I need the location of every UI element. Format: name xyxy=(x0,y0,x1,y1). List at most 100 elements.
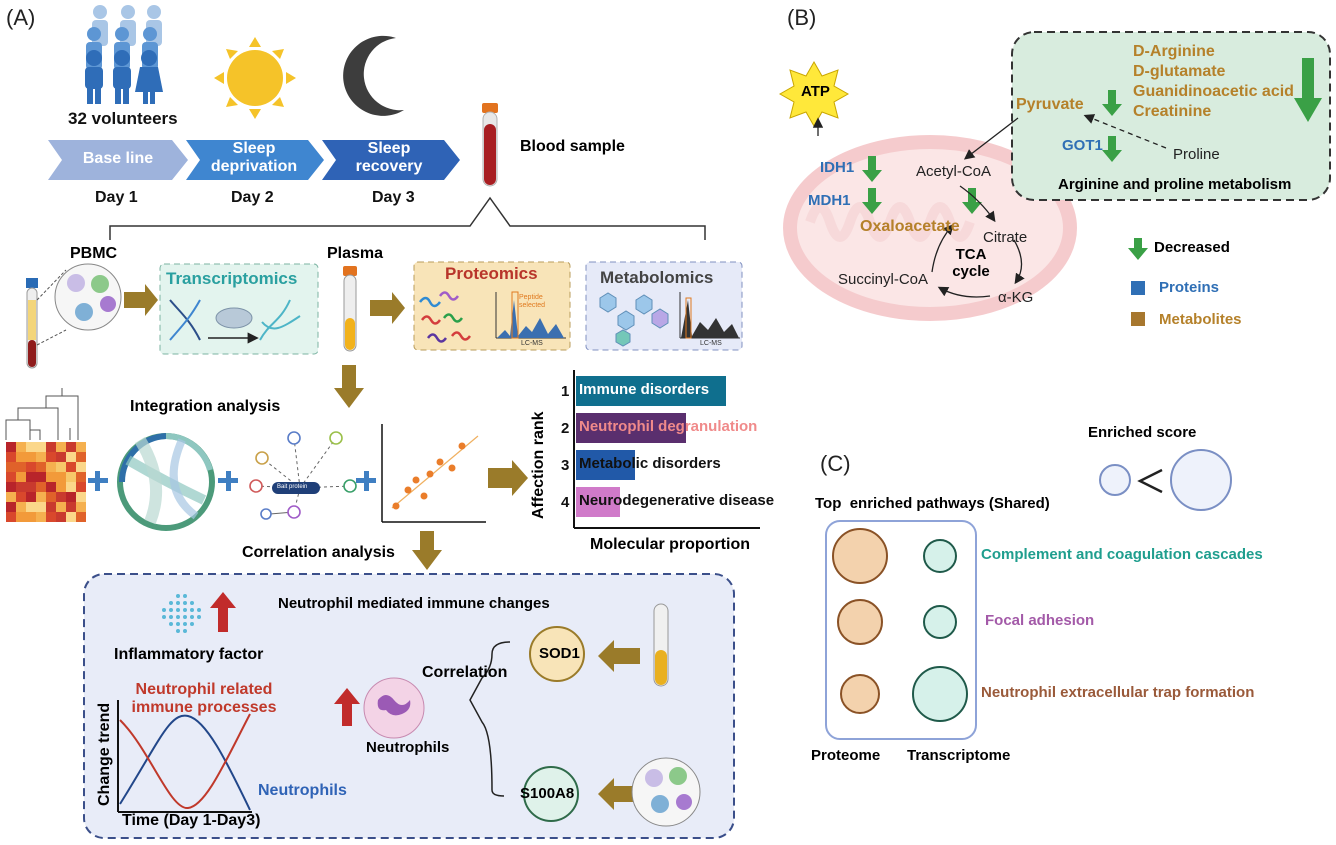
atp-label: ATP xyxy=(801,83,830,100)
arrow-right-3 xyxy=(488,460,528,496)
heatmap-cell xyxy=(26,452,36,462)
arginine-proline-box xyxy=(1011,31,1331,201)
neutrophil-cell-icon xyxy=(363,677,425,739)
pathways-title: Top enriched pathways (Shared) xyxy=(815,495,1050,512)
heatmap-cell xyxy=(46,452,56,462)
heatmap-cell xyxy=(26,472,36,482)
pyruvate-label: Pyruvate xyxy=(1016,96,1084,113)
heatmap-cell xyxy=(76,442,86,452)
rank-number: 3 xyxy=(561,457,570,474)
rank-bar xyxy=(576,376,726,406)
small-cells-icon xyxy=(631,757,701,827)
citrate-label: Citrate xyxy=(983,229,1028,246)
heatmap-cell xyxy=(56,512,66,522)
heatmap-cell xyxy=(26,512,36,522)
acetyl-coa-label: Acetyl-CoA xyxy=(916,163,992,180)
s100a8-label: S100A8 xyxy=(520,785,575,802)
network-diagram xyxy=(249,431,357,520)
heatmap-cell xyxy=(56,492,66,502)
pbmc-cells-icon xyxy=(54,263,122,331)
timeline-label-3: Sleep recovery xyxy=(355,140,423,175)
lc-ms-spectrum-2 xyxy=(679,292,740,339)
transcriptome-bubble xyxy=(923,605,957,639)
day-1-label: Day 1 xyxy=(95,189,138,206)
metabolomics-title: Metabolomics xyxy=(600,268,714,287)
got1-label: GOT1 xyxy=(1062,137,1103,154)
heatmap-cell xyxy=(36,452,46,462)
akg-label: α-KG xyxy=(998,289,1034,306)
chord-diagram xyxy=(117,433,215,531)
volunteers-count: 32 volunteers xyxy=(68,109,178,128)
heatmap-cell xyxy=(66,482,76,492)
heatmap-cell xyxy=(16,462,26,472)
oxaloacetate-label: Oxaloacetate xyxy=(860,218,960,235)
blood-tube-icon xyxy=(482,103,498,187)
score-large-circle xyxy=(1170,449,1232,511)
change-trend-label: Change trend xyxy=(96,702,113,806)
heatmap-cell xyxy=(16,452,26,462)
correlation-label: Correlation xyxy=(422,664,508,681)
heatmap-cell xyxy=(6,492,16,502)
neutrophils-curve-label: Neutrophils xyxy=(258,782,347,799)
legend-metabolites-swatch xyxy=(1131,312,1145,326)
integration-analysis-label: Integration analysis xyxy=(130,398,281,415)
transcriptome-bubble xyxy=(912,666,968,722)
small-tube-icon xyxy=(653,603,669,687)
neutrophil-box-title: Neutrophil mediated immune changes xyxy=(278,595,550,612)
heatmap-cell xyxy=(16,472,26,482)
heatmap-cell xyxy=(76,502,86,512)
correlation-analysis-label: Correlation analysis xyxy=(242,544,395,561)
heatmap-cell xyxy=(76,472,86,482)
heatmap-cell xyxy=(6,512,16,522)
heatmap-cell xyxy=(6,472,16,482)
heatmap-cell xyxy=(66,502,76,512)
heatmap-cell xyxy=(76,512,86,522)
enriched-score-label: Enriched score xyxy=(1088,424,1197,441)
score-small-circle xyxy=(1099,464,1131,496)
pathway-label: Complement and coagulation cascades xyxy=(981,546,1263,563)
pbmc-label: PBMC xyxy=(70,245,118,262)
ribosome-icon xyxy=(215,307,253,329)
heatmap xyxy=(6,442,86,522)
sod1-label: SOD1 xyxy=(539,645,580,662)
timeline-step-1 xyxy=(48,140,188,180)
up-arrow-red-1 xyxy=(210,592,236,632)
timeline-step-3 xyxy=(322,140,460,180)
metabolite-1: D-Arginine xyxy=(1133,43,1215,60)
succinyl-coa-label: Succinyl-CoA xyxy=(838,271,929,288)
heatmap-cell xyxy=(66,452,76,462)
pathway-bubbles xyxy=(832,528,968,722)
idh1-label: IDH1 xyxy=(820,159,855,176)
trend-chart xyxy=(117,700,252,813)
heatmap-cell xyxy=(76,462,86,472)
less-than-sign xyxy=(1137,468,1163,494)
plus-icons xyxy=(88,471,376,491)
rank-number: 1 xyxy=(561,383,570,400)
heatmap-cell xyxy=(46,482,56,492)
timeline-step-2 xyxy=(186,140,324,180)
proteomics-title: Proteomics xyxy=(445,264,538,283)
tca-cycle-label: TCA cycle xyxy=(952,246,990,281)
heatmap-cell xyxy=(16,502,26,512)
arginine-proline-title: Arginine and proline metabolism xyxy=(1058,176,1292,193)
lc-ms-label-1: LC-MS xyxy=(521,340,543,347)
heatmap-cell xyxy=(76,492,86,502)
heatmap-cell xyxy=(6,482,16,492)
decrease-arrows xyxy=(862,58,1322,260)
legend-proteins: Proteins xyxy=(1159,279,1220,296)
heatmap-cell xyxy=(46,442,56,452)
heatmap-cell xyxy=(66,512,76,522)
pathway-label: Focal adhesion xyxy=(985,612,1095,629)
heatmap-cell xyxy=(56,452,66,462)
panel-a-label: (A) xyxy=(6,5,36,30)
metabolite-3: Guanidinoacetic acid xyxy=(1133,83,1294,100)
rank-bar-label: Metabolic disorders xyxy=(579,455,721,472)
s100a8-circle xyxy=(523,766,579,822)
heatmap-cell xyxy=(6,462,16,472)
legend-proteins-swatch xyxy=(1131,281,1145,295)
heatmap-cell xyxy=(36,492,46,502)
timeline-label-1: Base line xyxy=(82,150,154,167)
heatmap-cell xyxy=(66,472,76,482)
heatmap-cell xyxy=(16,482,26,492)
